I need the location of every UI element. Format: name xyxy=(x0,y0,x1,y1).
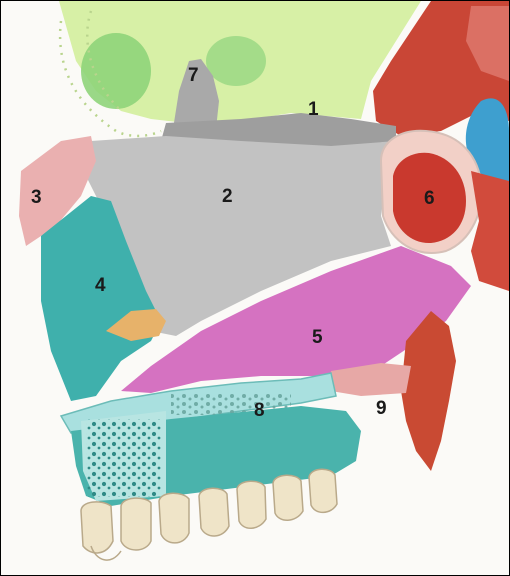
label-5: 5 xyxy=(312,327,323,348)
label-4: 4 xyxy=(95,275,106,296)
alveolar-dots xyxy=(86,419,161,497)
red-posterior-right xyxy=(471,171,509,291)
label-6: 6 xyxy=(424,188,435,209)
green-lobe-left xyxy=(81,33,151,109)
green-lobe-right xyxy=(206,36,266,86)
label-3: 3 xyxy=(31,187,42,208)
label-1: 1 xyxy=(308,99,319,120)
label-7: 7 xyxy=(188,65,199,86)
label-8: 8 xyxy=(254,400,265,421)
label-9: 9 xyxy=(376,398,387,419)
label-2: 2 xyxy=(222,186,233,207)
